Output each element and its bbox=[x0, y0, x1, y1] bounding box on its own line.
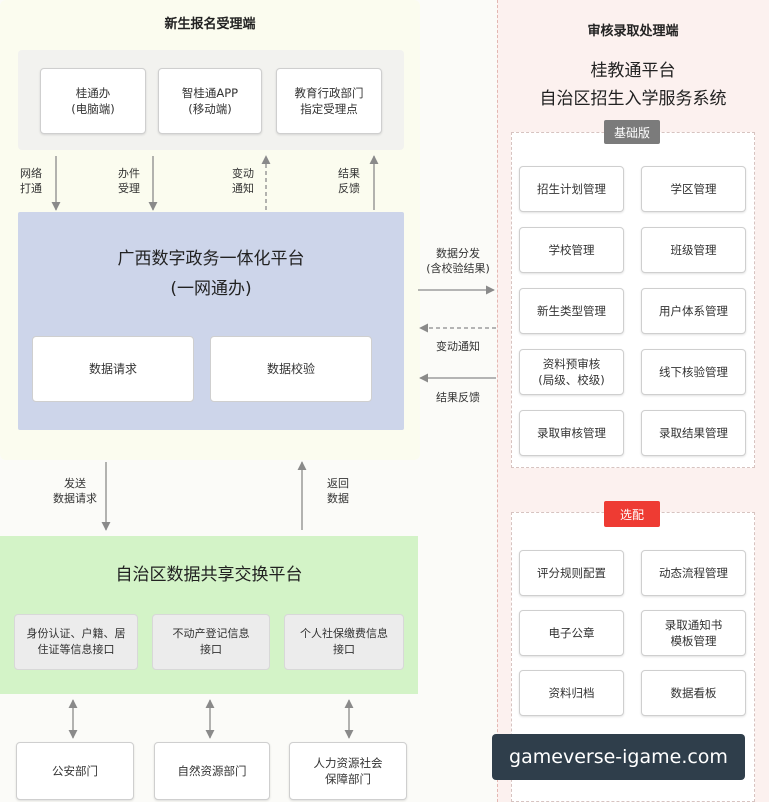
channel-line1: 桂通办 bbox=[75, 86, 111, 100]
flow-acceptance-label: 办件受理 bbox=[112, 166, 146, 196]
review-title: 审核录取处理端 bbox=[587, 23, 679, 39]
feature-box: 线下核验管理 bbox=[641, 349, 746, 395]
flow-network-label: 网络打通 bbox=[14, 166, 48, 196]
channel-designated-point: 教育行政部门指定受理点 bbox=[276, 68, 382, 134]
basic-edition-badge: 基础版 bbox=[604, 120, 660, 144]
distribute-line1: 数据分发 bbox=[436, 247, 480, 260]
feature-line1: 资料预审核 bbox=[542, 357, 601, 371]
data-verify-box: 数据校验 bbox=[210, 336, 372, 402]
feature-line1: 电子公章 bbox=[548, 626, 595, 640]
feature-line1: 数据看板 bbox=[670, 686, 717, 700]
feature-box: 学校管理 bbox=[519, 227, 624, 273]
channel-line2: 指定受理点 bbox=[300, 102, 358, 116]
interface-line2: 住证等信息接口 bbox=[37, 643, 115, 656]
flow-change-notice-label: 变动通知 bbox=[226, 166, 260, 196]
send-data-request-label: 发送数据请求 bbox=[40, 476, 110, 506]
data-distribute-label: 数据分发 (含校验结果) bbox=[418, 246, 498, 276]
interface-line1: 个人社保缴费信息 bbox=[300, 627, 388, 640]
feature-line1: 资料归档 bbox=[548, 686, 595, 700]
flow-line1: 办件 bbox=[118, 167, 140, 180]
feature-line1: 线下核验管理 bbox=[659, 365, 728, 379]
watermark: gameverse-igame.com bbox=[492, 734, 745, 780]
department-line1: 公安部门 bbox=[52, 764, 98, 778]
feature-box: 录取结果管理 bbox=[641, 410, 746, 456]
feature-box: 评分规则配置 bbox=[519, 550, 624, 596]
flow-line1: 变动 bbox=[232, 167, 254, 180]
channel-line1: 教育行政部门 bbox=[294, 86, 364, 100]
department-line2: 保障部门 bbox=[325, 772, 371, 786]
department-line1: 自然资源部门 bbox=[177, 764, 247, 778]
feature-box: 电子公章 bbox=[519, 610, 624, 656]
channel-line1: 智桂通APP bbox=[181, 86, 239, 100]
channel-line2: (移动端) bbox=[188, 102, 232, 116]
department-public-security: 公安部门 bbox=[16, 742, 134, 800]
interface-identity: 身份认证、户籍、居住证等信息接口 bbox=[14, 614, 138, 670]
feature-box: 录取通知书模板管理 bbox=[641, 610, 746, 656]
return-line2: 数据 bbox=[327, 492, 349, 505]
feature-line1: 学校管理 bbox=[548, 243, 595, 257]
feature-box: 班级管理 bbox=[641, 227, 746, 273]
feature-line1: 动态流程管理 bbox=[659, 566, 728, 580]
flow-line2: 打通 bbox=[20, 182, 42, 195]
interface-line1: 身份认证、户籍、居 bbox=[26, 627, 126, 640]
department-line1: 人力资源社会 bbox=[313, 756, 383, 770]
change-notice-label: 变动通知 bbox=[436, 340, 480, 353]
feature-line1: 评分规则配置 bbox=[537, 566, 606, 580]
send-line1: 发送 bbox=[64, 477, 86, 490]
system-name-line1: 桂教通平台 bbox=[590, 60, 676, 81]
feature-box: 资料归档 bbox=[519, 670, 624, 716]
feature-line1: 录取审核管理 bbox=[537, 426, 606, 440]
result-feedback-label: 结果反馈 bbox=[436, 391, 480, 404]
feature-line1: 招生计划管理 bbox=[537, 182, 606, 196]
flow-line2: 反馈 bbox=[338, 182, 360, 195]
feature-box: 用户体系管理 bbox=[641, 288, 746, 334]
feature-line1: 录取结果管理 bbox=[659, 426, 728, 440]
flow-line1: 结果 bbox=[338, 167, 360, 180]
gov-platform-title: 广西数字政务一体化平台 bbox=[117, 248, 305, 269]
feature-line1: 班级管理 bbox=[670, 243, 717, 257]
feature-box: 资料预审核 (局级、校级) bbox=[519, 349, 624, 395]
flow-line1: 网络 bbox=[20, 167, 42, 180]
send-line2: 数据请求 bbox=[53, 492, 97, 505]
feature-box: 录取审核管理 bbox=[519, 410, 624, 456]
return-line1: 返回 bbox=[327, 477, 349, 490]
feature-line1: 用户体系管理 bbox=[659, 304, 728, 318]
channel-zhiguitong-app: 智桂通APP (移动端) bbox=[158, 68, 262, 134]
interface-line2: 接口 bbox=[200, 643, 222, 656]
feature-box: 新生类型管理 bbox=[519, 288, 624, 334]
interface-line2: 接口 bbox=[333, 643, 355, 656]
feature-line2: 模板管理 bbox=[670, 634, 717, 648]
interface-social-security: 个人社保缴费信息接口 bbox=[284, 614, 404, 670]
data-request-box: 数据请求 bbox=[32, 336, 194, 402]
flow-line2: 受理 bbox=[118, 182, 140, 195]
feature-line2: (局级、校级) bbox=[538, 373, 605, 387]
feature-line1: 录取通知书 bbox=[664, 618, 723, 632]
distribute-line2: (含校验结果) bbox=[426, 262, 490, 275]
feature-box: 招生计划管理 bbox=[519, 166, 624, 212]
system-name-line2: 自治区招生入学服务系统 bbox=[539, 88, 727, 109]
gov-platform-subtitle: (一网通办) bbox=[170, 278, 252, 299]
return-data-label: 返回数据 bbox=[318, 476, 358, 506]
department-natural-resources: 自然资源部门 bbox=[154, 742, 270, 800]
feature-box: 数据看板 bbox=[641, 670, 746, 716]
exchange-platform-title: 自治区数据共享交换平台 bbox=[115, 564, 303, 585]
interface-line1: 不动产登记信息 bbox=[172, 627, 250, 640]
feature-box: 学区管理 bbox=[641, 166, 746, 212]
optional-badge: 选配 bbox=[604, 501, 660, 527]
flow-line2: 通知 bbox=[232, 182, 254, 195]
channel-line2: (电脑端) bbox=[71, 102, 115, 116]
intake-title: 新生报名受理端 bbox=[164, 16, 256, 32]
department-human-resources: 人力资源社会保障部门 bbox=[289, 742, 407, 800]
feature-box: 动态流程管理 bbox=[641, 550, 746, 596]
interface-real-estate: 不动产登记信息接口 bbox=[152, 614, 270, 670]
flow-result-feedback-label: 结果反馈 bbox=[332, 166, 366, 196]
feature-line1: 学区管理 bbox=[670, 182, 717, 196]
channel-guitongban: 桂通办 (电脑端) bbox=[40, 68, 146, 134]
feature-line1: 新生类型管理 bbox=[537, 304, 606, 318]
